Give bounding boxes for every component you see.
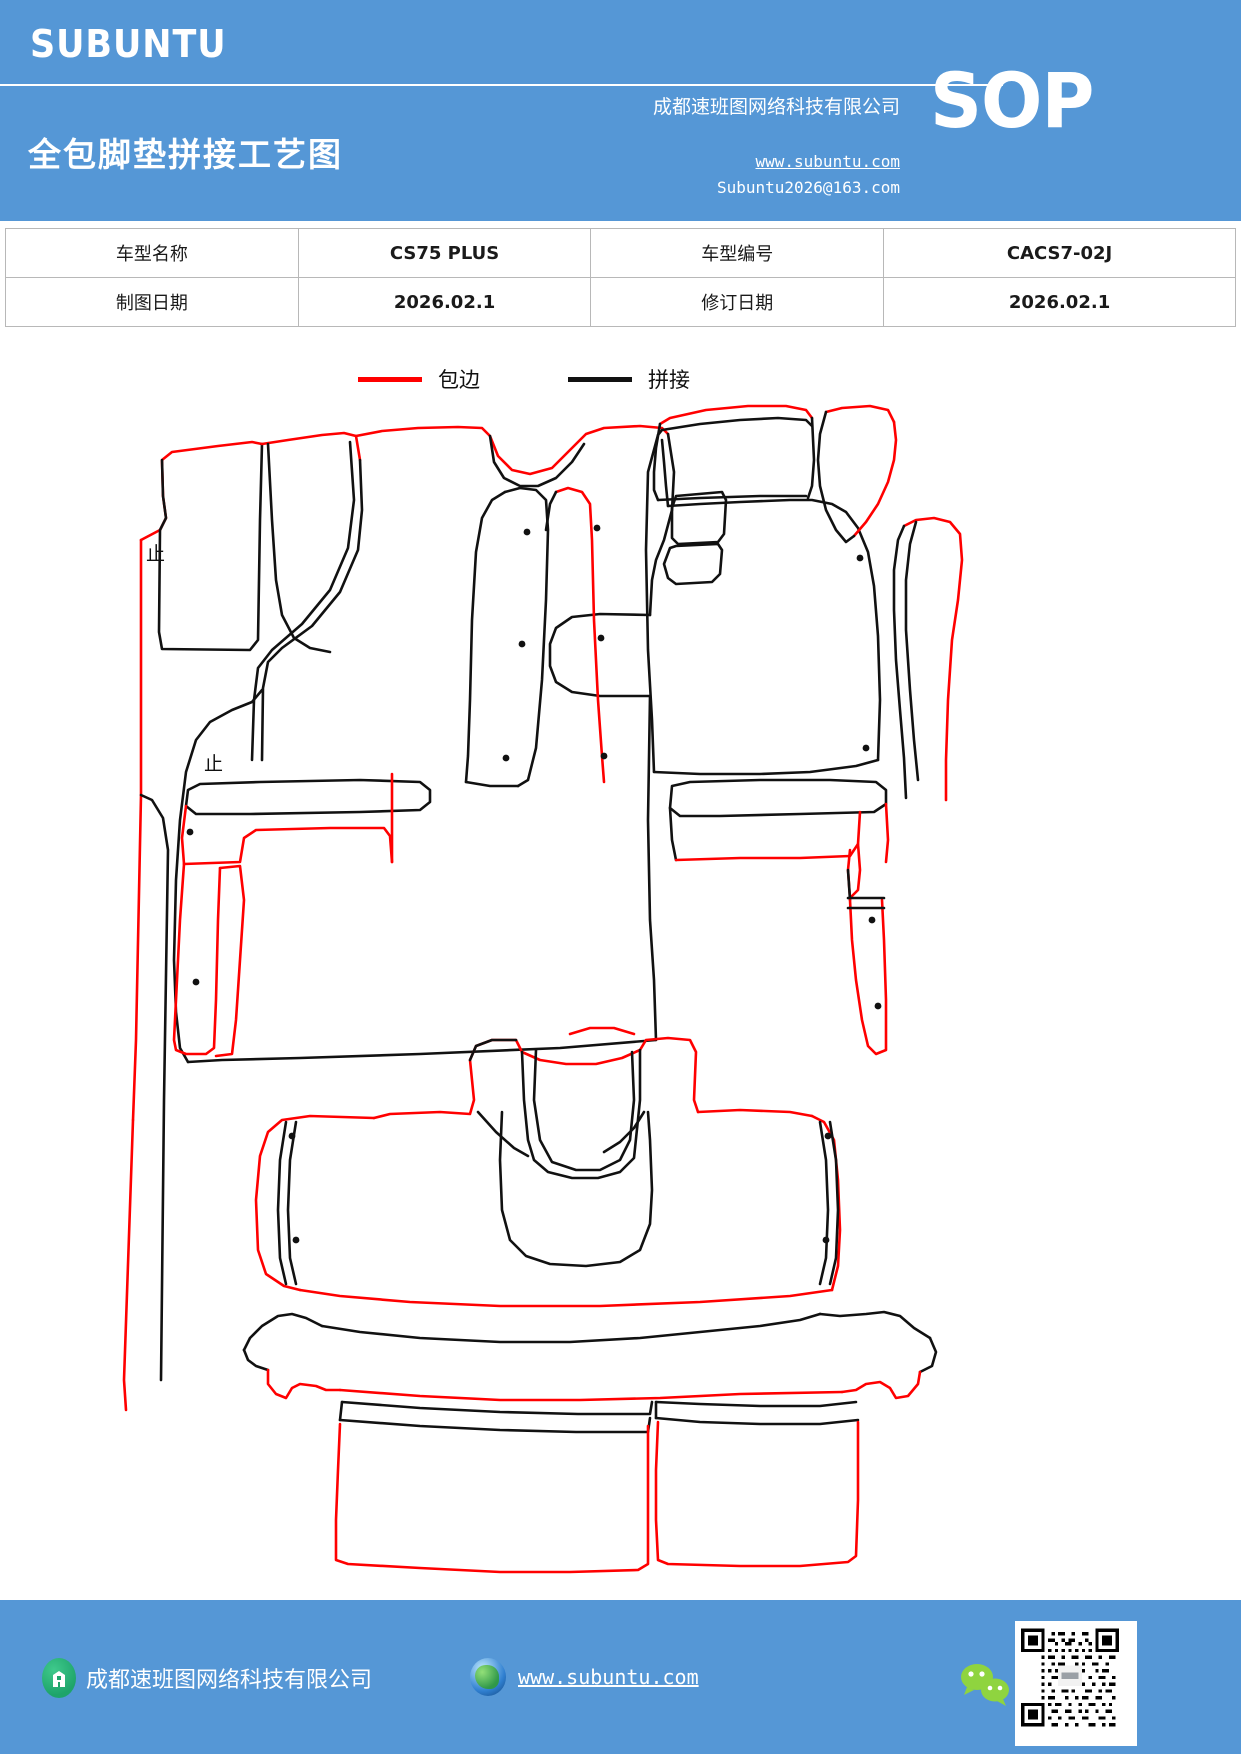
- legend: 包边 拼接: [0, 360, 1241, 402]
- black-line-swatch-icon: [568, 376, 632, 382]
- cell-draw-date-label: 制图日期: [5, 277, 299, 327]
- annotation-stop-mark-lower: 止: [204, 753, 223, 775]
- cell-draw-date-value: 2026.02.1: [297, 277, 592, 327]
- header-divider: [0, 84, 1003, 86]
- annotation-marks: 止 止: [146, 543, 223, 775]
- mat-pattern-svg: 止 止: [122, 404, 964, 1574]
- panel-rear-floor-mat: [254, 1026, 842, 1308]
- panel-front-left-footwell: [157, 431, 364, 762]
- vehicle-info-table: 车型名称 CS75 PLUS 车型编号 CACS7-02J 制图日期 2026.…: [5, 228, 1236, 327]
- panel-front-left-tunnel: [464, 486, 550, 788]
- footer-website-link[interactable]: www.subuntu.com: [518, 1665, 699, 1689]
- cell-model-name-value: CS75 PLUS: [297, 228, 592, 278]
- cell-revise-date-value: 2026.02.1: [883, 277, 1236, 327]
- footer-company-name: 成都速班图网络科技有限公司: [86, 1668, 373, 1693]
- sop-badge: SOP: [930, 56, 1094, 145]
- annotation-stop-mark-upper: 止: [146, 543, 165, 565]
- cell-model-code-value: CACS7-02J: [883, 228, 1236, 278]
- cell-revise-date-label: 修订日期: [590, 277, 885, 327]
- panel-rear-left-sill: [172, 828, 246, 1058]
- panel-rear-lower-band: [242, 1310, 938, 1402]
- panel-rear-right-sill: [846, 842, 888, 1056]
- footer-website[interactable]: www.subuntu.com: [470, 1658, 699, 1696]
- panel-front-left-main: [172, 424, 676, 1064]
- qr-code[interactable]: [1015, 1621, 1137, 1746]
- document-title: 全包脚垫拼接工艺图: [28, 135, 343, 174]
- brand-logo: SUBUNTU: [30, 22, 227, 66]
- panel-front-right-side-skirt: [892, 516, 964, 802]
- header-company-name: 成都速班图网络科技有限公司: [652, 96, 900, 118]
- globe-icon: [470, 1658, 506, 1696]
- panel-left-accessory-pads: [662, 490, 728, 586]
- panel-upper-right-pads: [652, 404, 898, 544]
- footer-company: 成都速班图网络科技有限公司: [42, 1658, 372, 1698]
- page-header: SUBUNTU 全包脚垫拼接工艺图 成都速班图网络科技有限公司 www.subu…: [0, 0, 1241, 221]
- panel-mid-bands-left: [180, 772, 432, 866]
- panel-mid-bands-right: [668, 778, 890, 864]
- red-line-swatch-icon: [358, 376, 422, 382]
- page-footer: 成都速班图网络科技有限公司 www.subuntu.com: [0, 1600, 1241, 1754]
- table-row: 制图日期 2026.02.1 修订日期 2026.02.1: [5, 277, 1236, 327]
- technical-drawing: 止 止: [0, 400, 1241, 1600]
- legend-item-binding: 包边: [358, 364, 480, 394]
- panel-center-tunnel-left: [544, 486, 608, 784]
- header-website-link[interactable]: www.subuntu.com: [755, 152, 901, 171]
- wechat-icon: [955, 1660, 1017, 1708]
- header-email[interactable]: Subuntu2026@163.com: [716, 178, 900, 197]
- table-row: 车型名称 CS75 PLUS 车型编号 CACS7-02J: [5, 228, 1236, 278]
- cell-model-code-label: 车型编号: [590, 228, 885, 278]
- panel-front-right-main: [644, 416, 882, 776]
- building-icon: [42, 1658, 76, 1698]
- legend-label-binding: 包边: [438, 368, 480, 392]
- panel-rear-step-left: [334, 1400, 860, 1574]
- legend-label-splice: 拼接: [648, 368, 690, 392]
- cell-model-name-label: 车型名称: [5, 228, 299, 278]
- legend-item-splice: 拼接: [568, 364, 690, 394]
